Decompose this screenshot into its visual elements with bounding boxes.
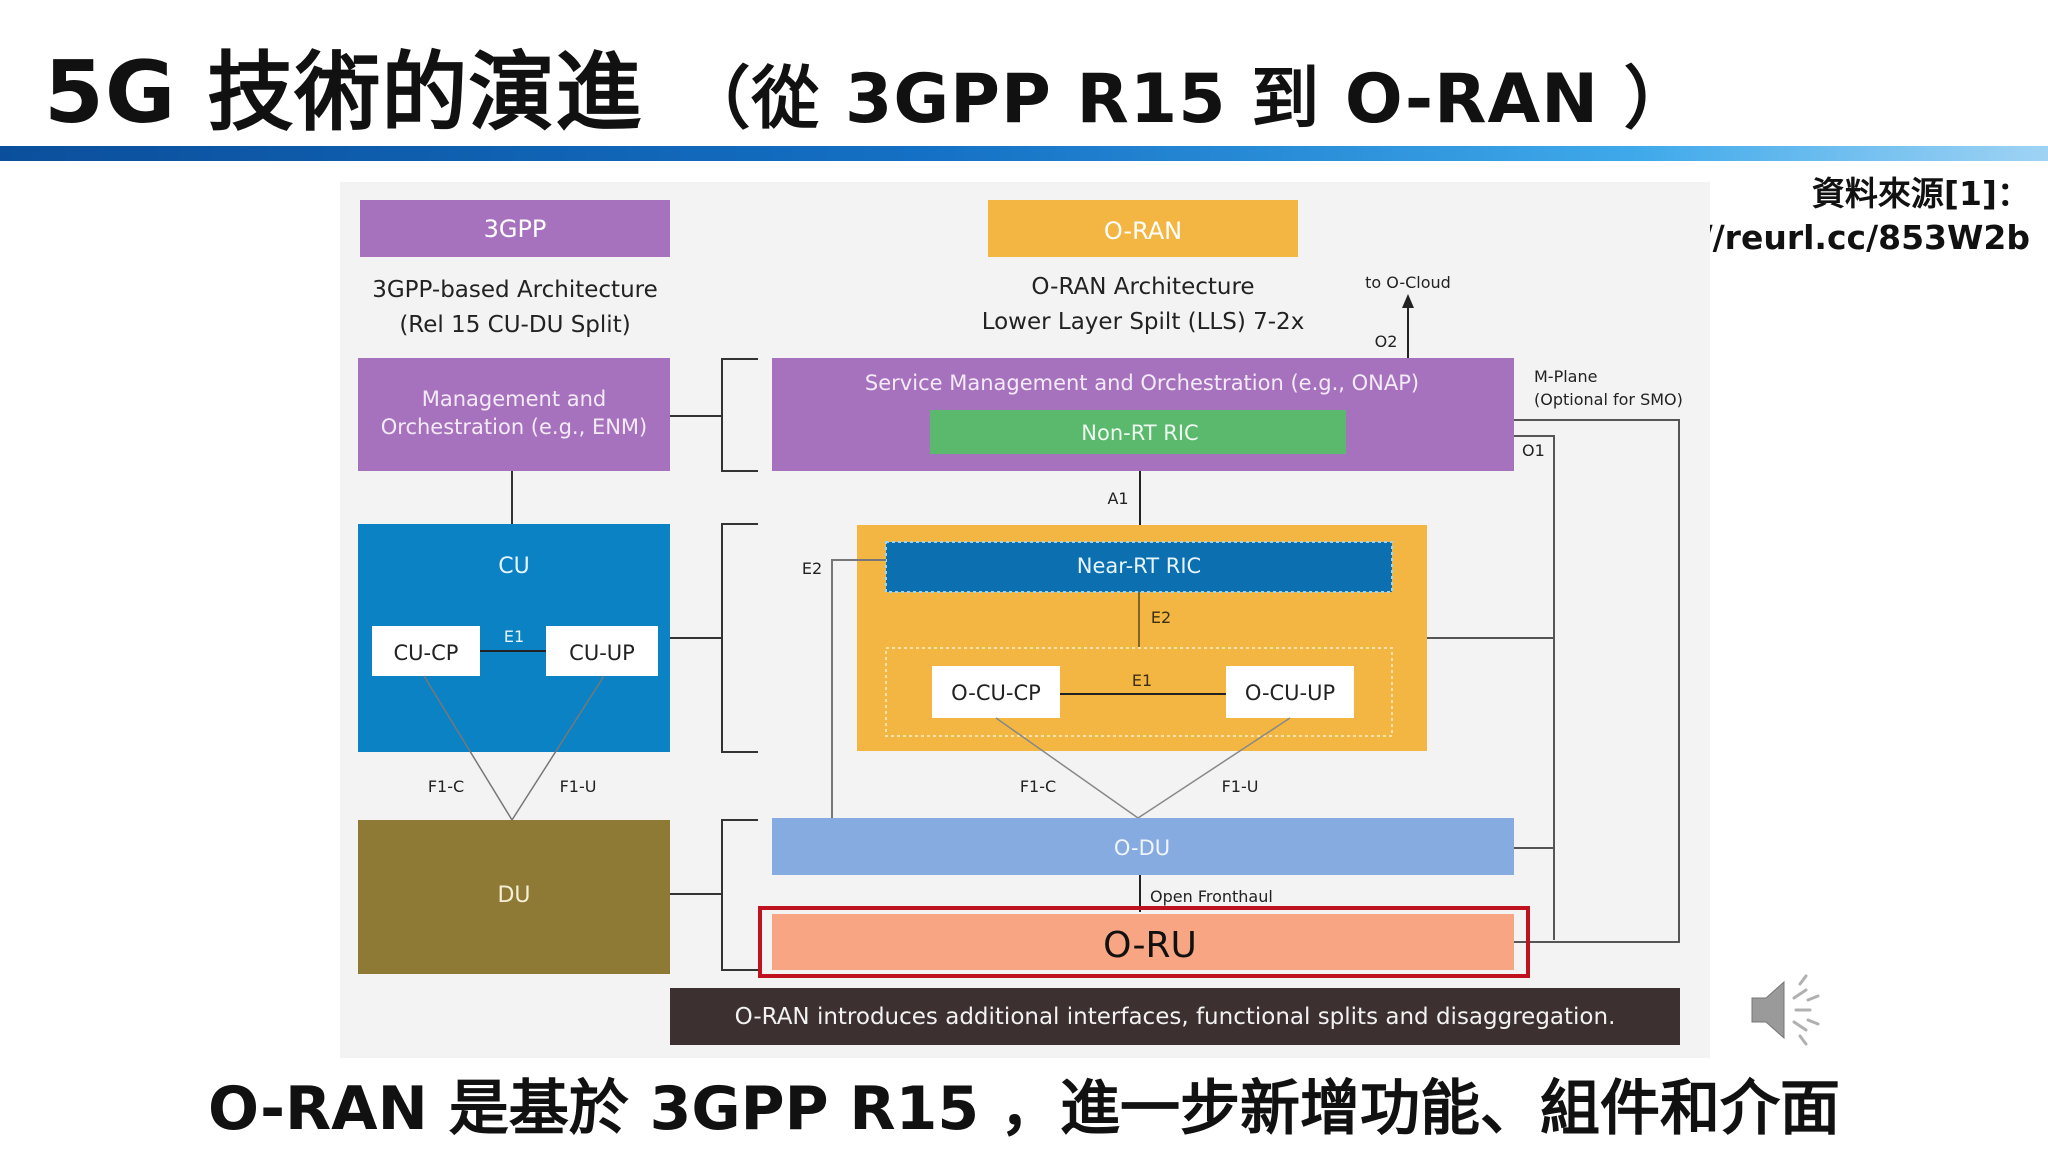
3gpp-header-box (360, 200, 670, 257)
f1c-left-line (423, 675, 513, 821)
cu-up-box (546, 626, 658, 676)
non-rt-ric-label: Non-RT RIC (1081, 421, 1198, 445)
f1u-left-line (511, 675, 605, 821)
cu-cp-box (372, 626, 480, 676)
o-cu-cp-box (932, 666, 1060, 718)
m-plane-label: M-Plane (1534, 367, 1597, 386)
o-ru-highlight (758, 906, 1530, 978)
f1c-right-line (995, 717, 1139, 819)
e1-right-label: E1 (1132, 671, 1152, 690)
caption-bar (670, 988, 1680, 1045)
cu-cp-label: CU-CP (394, 641, 459, 665)
speaker-icon[interactable] (1748, 970, 1828, 1050)
title-underline-bar (0, 146, 2048, 161)
oran-header-box (988, 200, 1298, 257)
m-plane-optional-label: (Optional for SMO) (1534, 390, 1683, 409)
title-subtitle: （從 3GPP R15 到 O-RAN ） (682, 60, 1693, 139)
open-fronthaul-label: Open Fronthaul (1150, 887, 1273, 906)
ocu-dashed-group (885, 647, 1393, 737)
slide-title: 5G 技術的演進 （從 3GPP R15 到 O-RAN ） (44, 22, 1693, 147)
odu-oru-bracket (721, 819, 758, 971)
caption-text: O-RAN introduces additional interfaces, … (735, 1004, 1616, 1030)
o-ru-label: O-RU (1103, 925, 1197, 966)
cu-label: CU (498, 554, 529, 579)
a1-label: A1 (1107, 489, 1128, 508)
o-ru-box (772, 914, 1514, 970)
near-rt-ric-box (885, 541, 1393, 593)
oran-header-text: O-RAN (1104, 217, 1182, 245)
ocu-bracket (721, 523, 758, 753)
e2-side-link (831, 559, 886, 818)
du-label: DU (497, 883, 530, 908)
du-box (358, 820, 670, 974)
title-main: 5G 技術的演進 (44, 43, 643, 143)
o-cu-up-box (1226, 666, 1354, 718)
3gpp-header-text: 3GPP (484, 215, 547, 243)
o2-arrowhead (1402, 294, 1414, 308)
e2-side-label: E2 (802, 559, 822, 578)
o-cu-cp-label: O-CU-CP (951, 681, 1041, 705)
3gpp-management-line2: Orchestration (e.g., ENM) (381, 415, 648, 439)
3gpp-desc-line1: 3GPP-based Architecture (372, 277, 658, 303)
3gpp-desc-line2: (Rel 15 CU-DU Split) (399, 312, 630, 338)
o2-label: O2 (1375, 332, 1398, 351)
o-cu-up-label: O-CU-UP (1245, 681, 1335, 705)
near-rt-ric-label: Near-RT RIC (1077, 554, 1201, 578)
oran-desc-line1: O-RAN Architecture (1031, 274, 1254, 300)
f1c-left-label: F1-C (428, 777, 464, 796)
f1u-left-label: F1-U (560, 777, 597, 796)
smo-label: Service Management and Orchestration (e.… (865, 371, 1419, 395)
o1-link (1514, 435, 1555, 940)
source-label: 資料來源[1]： (1811, 174, 2030, 213)
m-plane-link (1514, 419, 1680, 943)
o-du-box (772, 818, 1514, 875)
to-ocloud-label: to O-Cloud (1365, 273, 1451, 292)
non-rt-ric-box (930, 410, 1346, 454)
cu-up-label: CU-UP (569, 641, 635, 665)
o-du-label: O-DU (1114, 836, 1170, 860)
smo-bracket (721, 358, 758, 472)
3gpp-management-line1: Management and (422, 387, 607, 411)
f1u-right-label: F1-U (1222, 777, 1259, 796)
slide-footer: O-RAN 是基於 3GPP R15 ，進一步新增功能、組件和介面 (207, 1074, 1841, 1144)
e2-inner-label: E2 (1151, 608, 1171, 627)
f1c-right-label: F1-C (1020, 777, 1056, 796)
e1-left-label: E1 (504, 627, 524, 646)
3gpp-management-box (358, 358, 670, 471)
o1-label: O1 (1522, 441, 1545, 460)
oran-desc-line2: Lower Layer Spilt (LLS) 7-2x (982, 309, 1305, 335)
f1u-right-line (1137, 717, 1291, 819)
